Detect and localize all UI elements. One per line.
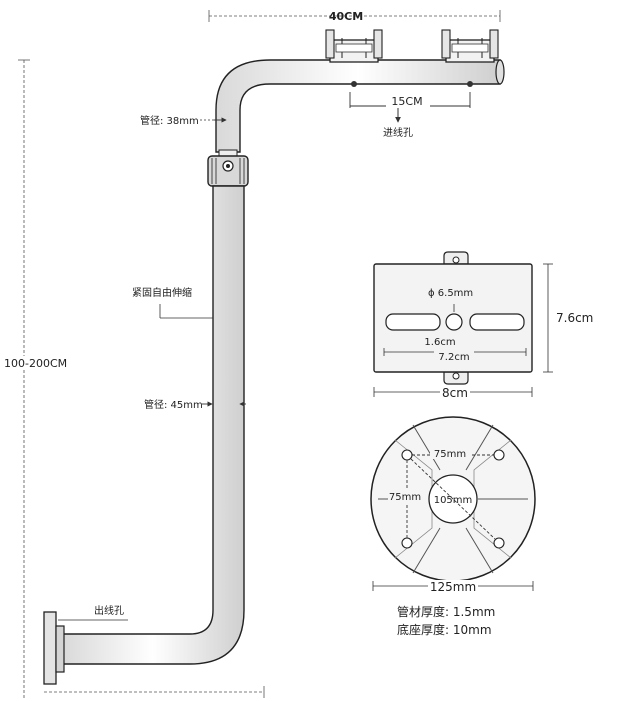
plate-center-hole (445, 313, 463, 331)
mount-bracket-right (441, 29, 499, 63)
mount-spacing-dimension: 15CM 进线孔 (349, 92, 471, 139)
mount-plate-view: ϕ 6.5mm 1.6cm 7.2cm 7.6cm 8cm (373, 251, 593, 400)
tube-thickness-spec: 管材厚度: 1.5mm (397, 604, 495, 619)
slot-width-label: 1.6cm (424, 337, 455, 348)
cable-entry-hole-right (467, 81, 473, 87)
upper-pipe-label: 管径: 38mm (140, 114, 199, 127)
lower-pipe-label: 管径: 45mm (144, 398, 203, 411)
telescopic-clamp (207, 155, 249, 187)
height-dimension: 100-200CM (4, 59, 68, 700)
mount-spacing-label: 15CM (391, 95, 422, 108)
cable-entry-hole-left (351, 81, 357, 87)
base-hole-diag-label: 105mm (434, 495, 473, 506)
base-hole-v-label: 75mm (389, 492, 421, 503)
cable-exit-label: 出线孔 (94, 604, 124, 617)
base-hole-bl (401, 537, 413, 549)
base-hole-h-label: 75mm (434, 449, 466, 460)
height-label: 100-200CM (4, 357, 67, 370)
base-hole-br (493, 537, 505, 549)
cable-exit-callout: 出线孔 (58, 604, 128, 621)
plate-slot-left (385, 313, 441, 331)
upper-pipe-callout: 管径: 38mm (140, 114, 227, 127)
telescopic-label: 紧固自由伸缩 (132, 286, 192, 299)
base-thickness-spec: 底座厚度: 10mm (397, 622, 492, 637)
hole-diameter-label: ϕ 6.5mm (428, 288, 473, 299)
arm-width-dimension: 40CM (208, 10, 501, 23)
base-hole-tr (493, 449, 505, 461)
arm-width-label: 40CM (329, 10, 363, 23)
mount-bracket-left (325, 29, 383, 63)
lower-pipe-callout: 管径: 45mm (144, 398, 246, 411)
slot-span-label: 7.2cm (438, 352, 469, 363)
round-base-view: 75mm 75mm 105mm 125mm (370, 416, 536, 594)
plate-width-label: 8cm (442, 386, 468, 400)
plate-slot-right (469, 313, 525, 331)
base-diameter-label: 125mm (430, 580, 476, 594)
base-hole-tl (401, 449, 413, 461)
bracket-pipe (43, 59, 505, 685)
plate-height-label: 7.6cm (556, 311, 593, 325)
wall-flange (43, 611, 65, 685)
cable-entry-label: 进线孔 (383, 126, 413, 139)
telescopic-callout: 紧固自由伸缩 (132, 286, 213, 319)
